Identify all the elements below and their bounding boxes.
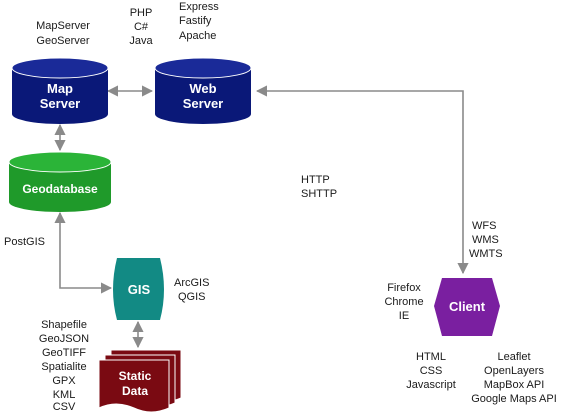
map-server-label-line1: Map (47, 81, 73, 96)
protocol-line: HTTP (301, 174, 330, 186)
web-framework-line: Express (179, 1, 219, 13)
web-lang-line: C# (134, 21, 149, 33)
protocol-line: SHTTP (301, 188, 337, 200)
ogc-service-line: WMS (472, 234, 499, 246)
map-lib-line: MapBox API (484, 379, 545, 391)
web-server-label-line1: Web (189, 81, 216, 96)
connector-geodatabase-gis (54, 211, 113, 294)
file-format-line: GPX (52, 375, 76, 387)
browser-line: Chrome (384, 296, 423, 308)
connector-webserver-client (255, 85, 469, 275)
browsers-label: Firefox Chrome IE (384, 282, 423, 322)
map-lib-line: OpenLayers (484, 365, 544, 377)
file-formats-label: Shapefile GeoJSON GeoTIFF Spatialite GPX… (39, 319, 89, 412)
web-lang-line: Java (129, 35, 153, 47)
web-frameworks-label: Express Fastify Apache (179, 1, 219, 42)
map-server-node: Map Server (11, 57, 109, 124)
map-server-label-line2: Server (40, 96, 80, 111)
file-format-line: Shapefile (41, 319, 87, 331)
static-data-label-line2: Data (122, 384, 148, 398)
file-format-line: Spatialite (41, 361, 86, 373)
web-framework-line: Apache (179, 30, 216, 42)
mapserver-tech-label: MapServer GeoServer (36, 20, 90, 47)
static-data-node: Static Data (98, 349, 182, 412)
file-format-line: GeoJSON (39, 333, 89, 345)
browser-line: IE (399, 310, 409, 322)
client-label: Client (449, 299, 486, 314)
browser-line: Firefox (387, 282, 421, 294)
file-format-line: GeoTIFF (42, 347, 86, 359)
postgis-label: PostGIS (4, 236, 45, 248)
web-tech-label: HTML CSS Javascript (406, 351, 456, 391)
gis-label: GIS (128, 282, 151, 297)
geodatabase-node: Geodatabase (8, 151, 112, 212)
mapserver-tech-line: MapServer (36, 20, 90, 32)
gis-tools-label: ArcGIS QGIS (174, 277, 209, 303)
client-node: Client (434, 278, 500, 336)
file-format-line: CSV (53, 401, 76, 412)
gis-node: GIS (113, 258, 164, 320)
ogc-service-line: WFS (472, 220, 496, 232)
file-format-line: KML (53, 389, 76, 401)
mapserver-tech-line: GeoServer (36, 35, 90, 47)
web-server-label-line2: Server (183, 96, 223, 111)
map-libs-label: Leaflet OpenLayers MapBox API Google Map… (471, 351, 557, 405)
web-tech-line: HTML (416, 351, 446, 363)
web-langs-label: PHP C# Java (129, 7, 153, 47)
web-tech-line: CSS (420, 365, 443, 377)
gis-tool-line: QGIS (178, 291, 206, 303)
web-server-node: Web Server (154, 57, 252, 124)
ogc-service-line: WMTS (469, 248, 503, 260)
web-lang-line: PHP (130, 7, 153, 19)
gis-tool-line: ArcGIS (174, 277, 209, 289)
map-lib-line: Leaflet (497, 351, 530, 363)
web-tech-line: Javascript (406, 379, 456, 391)
protocols-label: HTTP SHTTP (301, 174, 337, 200)
geodatabase-label: Geodatabase (22, 182, 98, 196)
static-data-label-line1: Static (119, 369, 152, 383)
ogc-services-label: WFS WMS WMTS (469, 220, 503, 260)
map-lib-line: Google Maps API (471, 393, 557, 405)
web-framework-line: Fastify (179, 15, 212, 27)
